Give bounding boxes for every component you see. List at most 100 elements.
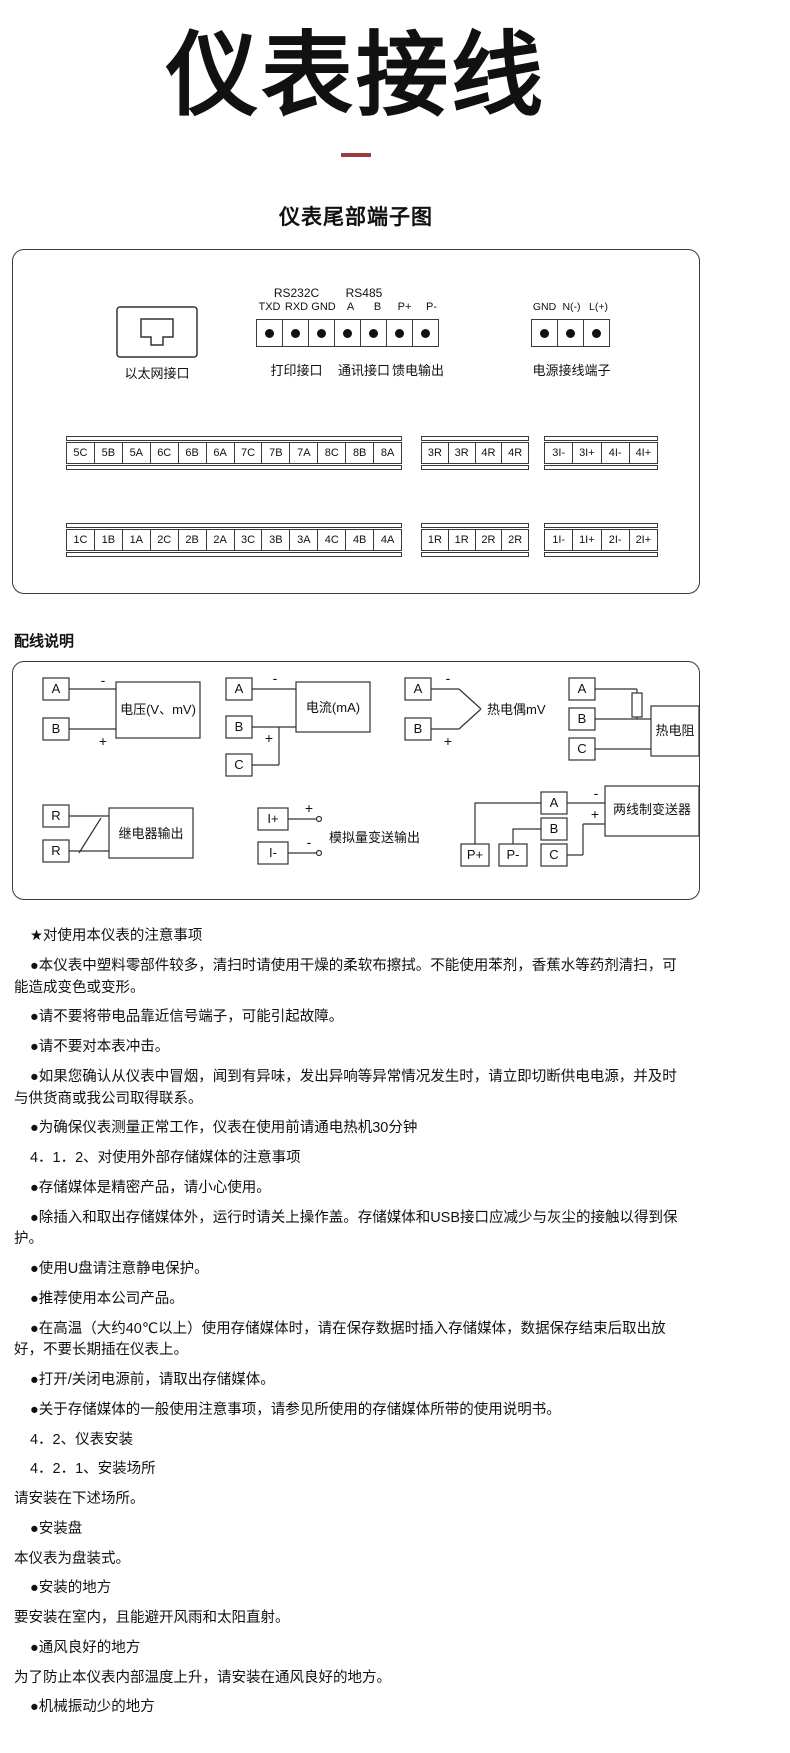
note-paragraph: ●为确保仪表测量正常工作，仪表在使用前请通电热机30分钟: [29, 1120, 418, 1137]
terminal-cell: 4A: [373, 529, 403, 552]
terminal-screw-cell: [360, 319, 387, 348]
note-paragraph: 要安装在室内，且能避开风雨和太阳直射。: [14, 1610, 290, 1627]
wire: [252, 688, 296, 766]
strip-housing-bar: [544, 465, 658, 471]
minus-sign: -: [101, 672, 106, 688]
terminal-cell: 6C: [149, 442, 179, 465]
note-paragraph: ●打开/关闭电源前，请取出存储媒体。: [29, 1372, 275, 1389]
terminal-screw-cell: [583, 319, 610, 348]
terminal-i-minus: I-: [269, 845, 277, 860]
screw-icon: [317, 328, 326, 338]
note-paragraph: 4．2、仪表安装: [29, 1431, 134, 1448]
terminal-cell: 3A: [289, 529, 319, 552]
note-paragraph: ●安装的地方: [29, 1580, 112, 1597]
note-paragraph: ●使用U盘请注意静电保护。: [29, 1261, 209, 1278]
terminal-screw-cell: [334, 319, 361, 348]
rs232c-label: RS232C: [273, 286, 320, 301]
pin-label: GND: [311, 301, 336, 314]
current-input-diagram: A B C 电流(mA) - +: [225, 670, 371, 777]
rs485-label: RS485: [345, 286, 383, 301]
pin-label: TXD: [258, 301, 281, 314]
minus-sign: -: [594, 785, 599, 801]
terminal-cell: 1R: [421, 529, 449, 552]
screw-icon: [395, 328, 404, 338]
screw-icon: [291, 328, 300, 338]
terminal-cell: 1A: [121, 529, 151, 552]
terminal-cell: 7C: [233, 442, 263, 465]
wire: [288, 818, 316, 854]
terminal-cell: 1B: [93, 529, 123, 552]
plus-sign: +: [591, 806, 599, 822]
analog-output-diagram: I+ I- + - 模拟量变送输出: [257, 800, 420, 865]
strip-housing-bar: [421, 523, 529, 529]
resistor-icon: [631, 692, 643, 718]
terminal-cell: 8A: [373, 442, 403, 465]
transmitter-label: 两线制变送器: [613, 802, 691, 817]
power-screw-cells: [531, 319, 610, 348]
current-label: 电流(mA): [306, 700, 360, 715]
strip-housing-bar: [421, 436, 529, 442]
terminal-cell: 2C: [149, 529, 179, 552]
screw-icon: [265, 328, 274, 338]
terminal-cell: 4R: [501, 442, 529, 465]
pin-label: A: [346, 301, 355, 314]
thermocouple-input-diagram: A B 热电偶mV - +: [404, 670, 546, 749]
terminal-cell: 6B: [177, 442, 207, 465]
terminal-b: B: [550, 821, 559, 836]
terminal-cell: 5C: [66, 442, 95, 465]
terminal-cell: 2I-: [600, 529, 630, 552]
plus-sign: +: [444, 733, 452, 749]
pin-label: GND: [532, 301, 557, 314]
terminal-a: A: [414, 681, 423, 696]
screw-icon: [566, 328, 575, 338]
note-paragraph: ★对使用本仪表的注意事项: [29, 928, 203, 945]
note-paragraph: ●请不要对本表冲击。: [29, 1039, 170, 1056]
pin-label: RXD: [284, 301, 309, 314]
pin-label: P+: [397, 301, 412, 314]
terminal-cell: 2R: [501, 529, 529, 552]
wire: [474, 802, 605, 856]
relay-label: 继电器输出: [118, 826, 183, 841]
terminal-cell: 8B: [345, 442, 375, 465]
terminal-a: A: [578, 681, 587, 696]
terminal-b: B: [52, 721, 61, 736]
strip-housing-bar: [66, 523, 402, 529]
terminal-cell: 3R: [447, 442, 476, 465]
print-port-label: 打印接口: [270, 363, 323, 379]
note-paragraph: ●存储媒体是精密产品，请小心使用。: [29, 1179, 271, 1196]
terminal-cell: 2B: [177, 529, 207, 552]
terminal-cell: 1R: [447, 529, 476, 552]
comm-port-label: 通讯接口: [337, 363, 390, 379]
wire-end-dot: [315, 850, 323, 857]
wiring-diagram-panel: A B 电压(V、mV) - + A B C 电流(mA) -: [12, 661, 700, 901]
note-paragraph: ●机械振动少的地方: [29, 1699, 155, 1716]
terminal-cell: 7B: [261, 442, 291, 465]
two-wire-transmitter-diagram: A B C P+ P- 两线制变送器 - +: [460, 785, 700, 867]
terminal-cell: 4C: [317, 529, 347, 552]
minus-sign: -: [446, 670, 451, 686]
terminal-cell: 4B: [345, 529, 375, 552]
wire: [595, 688, 651, 750]
terminal-screw-cell: [557, 319, 584, 348]
terminal-c: C: [234, 757, 243, 772]
terminal-cell: 2R: [474, 529, 503, 552]
ethernet-label: 以太网接口: [124, 366, 190, 382]
terminal-i-plus: I+: [267, 811, 278, 826]
title-underline: [341, 153, 371, 158]
screw-icon: [592, 328, 601, 338]
terminal-r2: R: [51, 843, 60, 858]
note-paragraph: ●请不要将带电品靠近信号端子，可能引起故障。: [29, 1009, 344, 1026]
rtd-label: 热电阻: [655, 723, 694, 738]
terminal-r1: R: [51, 808, 60, 823]
note-paragraph: ●如果您确认从仪表中冒烟，闻到有异味，发出异响等异常情况发生时，请立即切断供电电…: [14, 1068, 677, 1107]
screw-icon: [343, 328, 352, 338]
strip-housing-bar: [421, 465, 529, 471]
strip-housing-bar: [544, 523, 658, 529]
strip-housing-bar: [66, 465, 402, 471]
strip-housing-bar: [66, 436, 402, 442]
terminal-cell: 7A: [289, 442, 319, 465]
voltage-input-diagram: A B 电压(V、mV) - +: [42, 672, 201, 749]
terminal-cell: 2I+: [628, 529, 658, 552]
